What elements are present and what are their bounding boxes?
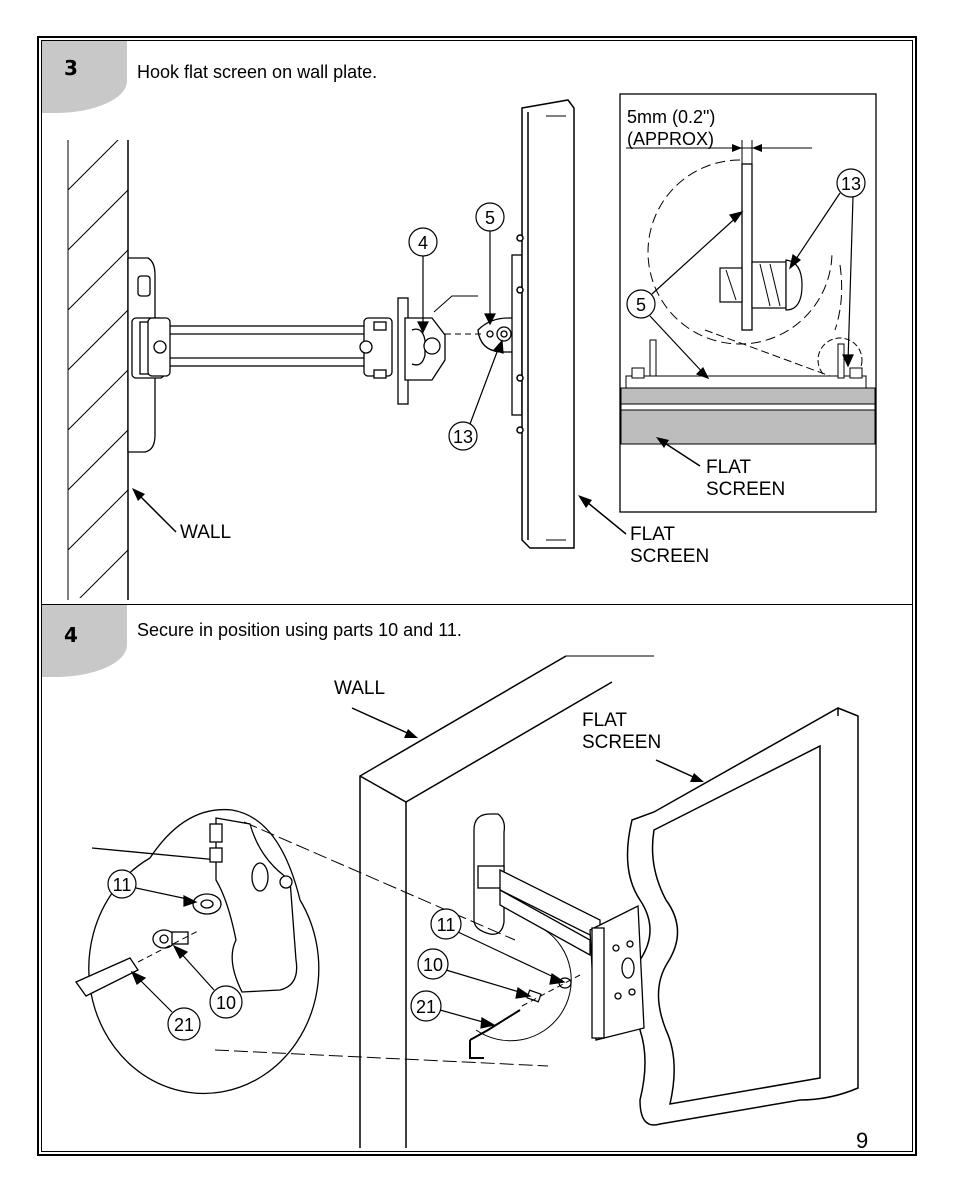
step-4-number: 4 xyxy=(64,623,79,647)
step-4-callout-21 xyxy=(410,990,496,1029)
step-4-callout-21-number: 21 xyxy=(416,997,436,1017)
flat-screen-side xyxy=(516,99,575,549)
detail-flat-screen-label: FLAT SCREEN xyxy=(706,457,786,500)
callout-4 xyxy=(408,227,438,334)
step-3-flat-screen-label: FLAT SCREEN xyxy=(630,524,710,567)
step-4-callout-10-number: 10 xyxy=(423,955,443,975)
detail-callout-13 xyxy=(789,168,866,368)
step-4-callout-21-detail xyxy=(130,970,201,1041)
wall-block xyxy=(359,655,654,1148)
step-4-flat-screen-label: FLAT SCREEN xyxy=(582,710,662,753)
detail-callout-5 xyxy=(626,211,744,380)
arm xyxy=(147,317,393,379)
page-border-outer xyxy=(37,36,917,1156)
step-4-callout-10 xyxy=(417,948,532,999)
step-4-callout-10-detail xyxy=(172,944,243,1019)
step-4-wall-label: WALL xyxy=(334,678,386,699)
detail-callout-5-number: 5 xyxy=(636,295,646,315)
callout-5 xyxy=(475,202,505,326)
detail-hardware xyxy=(75,817,298,997)
page-border-inner xyxy=(41,40,913,1152)
page-number: 9 xyxy=(856,1128,869,1153)
step-4-instruction: Secure in position using parts 10 and 11… xyxy=(137,620,462,640)
screen-bracket xyxy=(477,254,523,416)
callout-13-number: 13 xyxy=(453,427,473,447)
mount-assembly xyxy=(473,813,645,1041)
wall-hatch xyxy=(68,140,128,598)
flat-screen-frame xyxy=(626,707,859,1126)
step-divider xyxy=(41,604,913,605)
step-4-callout-11-number: 11 xyxy=(437,915,456,935)
step-4-callout-21-detail-number: 21 xyxy=(174,1015,194,1035)
callout-13 xyxy=(448,339,504,451)
step-3-number: 3 xyxy=(64,56,79,80)
callout-4-number: 4 xyxy=(418,233,428,253)
detail-box xyxy=(619,93,877,513)
step-3-wall-label: WALL xyxy=(180,522,232,543)
dimension-label: 5mm (0.2") (APPROX) xyxy=(627,107,716,149)
detail-callout-13-number: 13 xyxy=(841,174,861,194)
callout-5-number: 5 xyxy=(485,208,495,228)
step-3-instruction: Hook flat screen on wall plate. xyxy=(137,62,378,82)
screen-adapter xyxy=(397,297,446,405)
step-4-callout-11-detail-number: 11 xyxy=(113,875,132,895)
step-4-callout-10-detail-number: 10 xyxy=(216,993,236,1013)
step-4-callout-11-detail xyxy=(107,869,198,907)
step-4-callout-11 xyxy=(430,908,566,985)
